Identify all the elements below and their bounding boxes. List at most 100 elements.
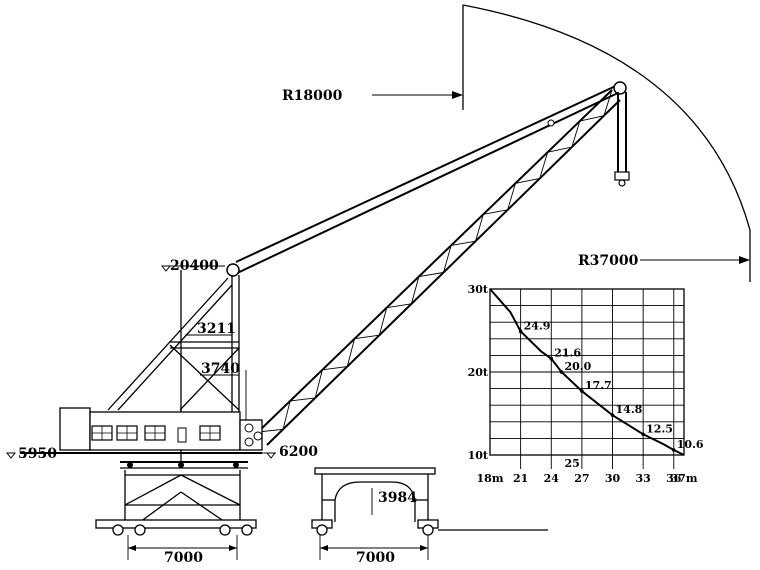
gauge2-arrow-right [420,545,428,551]
r18000-arrow [452,91,463,99]
data-point [671,448,676,452]
cab-window [91,425,113,441]
chart-y-ticks: 30t 20t 10t [468,283,489,462]
y-tick-label: 20t [468,366,489,379]
cab-windows [91,425,221,441]
winch-sheave-3 [244,437,254,447]
wheel-2 [134,524,146,536]
x-tick-label: 30 [605,472,621,485]
y-tick-label: 30t [468,283,489,296]
boom-head-sheave [613,81,627,95]
data-label: 10.6 [677,438,704,451]
wheel-3 [219,524,231,536]
winch-sheave-2 [253,431,263,441]
lattice-member [322,366,348,371]
lattice-member [410,276,420,304]
r37000-label: R37000 [578,253,639,269]
lattice-member [443,245,452,273]
data-label: 14.8 [616,403,643,416]
data-label: 21.6 [554,347,581,360]
gauge2-arrow-left [320,545,328,551]
lattice-member [314,369,323,399]
portal-right [311,467,548,560]
lattice-member [539,152,549,179]
lattice-member [571,120,581,148]
portal-left [95,461,257,560]
tie-rod-upper [235,83,621,263]
y-tick-label: 10t [468,449,489,462]
x-tick-label: 36 [666,472,682,485]
tower-diag-1 [169,344,240,411]
wheel-4 [241,524,253,536]
roller-1 [127,462,133,468]
lattice-member [547,146,572,153]
dimension-3211: 3211 [197,321,236,337]
x-tick-label: 24 [544,472,560,485]
luffing-sheave [547,119,555,127]
gauge-left-label: 7000 [164,550,203,566]
lattice-member [282,400,291,430]
lattice-member [579,115,605,122]
data-point [518,329,523,334]
data-point [559,370,564,374]
portal-brace-3 [139,491,182,523]
x-tick-label: 33 [636,472,651,485]
hook-icon [618,179,626,187]
end-arch [334,481,416,522]
tower-diag-2 [179,347,240,411]
lattice-member [475,214,484,242]
gauge-right-label: 7000 [356,550,395,566]
gantry-sill-left [95,519,257,529]
data-label: 20.0 [564,360,591,373]
roller-2 [178,462,184,468]
counterweight [59,407,91,451]
wheel-1 [112,524,124,536]
cab-body [89,411,241,451]
hook-block [614,171,630,181]
lattice-member [290,397,316,402]
cab-window [116,425,138,441]
lattice-member [515,177,540,184]
data-label: 12.5 [646,422,673,435]
lattice-member [483,209,508,215]
radius-arcs: R18000 R37000 [282,4,751,282]
level-marker-top [160,265,172,272]
elevation-left: 5950 [18,446,57,462]
tower-leg-back [107,277,229,411]
x-tick-label: 18m [477,472,504,485]
gauge-arrow-left [128,545,136,551]
data-point [549,356,554,361]
load-curve [489,288,685,456]
level-marker-right [265,452,277,459]
x-tick-label: 27 [574,472,589,485]
lattice-member [378,307,388,336]
cab-door [177,427,187,443]
lattice-member [354,334,380,340]
tie-rod-lower [232,91,621,276]
winch-sheave-1 [244,423,254,433]
roller-3 [233,462,239,468]
portal-height-label: 3984 [378,490,417,506]
portal-end-beam [314,467,436,475]
chart-points: 24.921.620.017.714.812.510.6 [518,319,704,452]
chart-marker-25: 25 [564,457,579,470]
a-frame [107,270,247,465]
dimension-labels: 20400 5950 6200 3211 3740 7000 7000 3984 [5,258,417,566]
boom [226,81,630,446]
data-label: 17.7 [585,379,612,392]
tie-pivot [226,263,240,277]
lattice-member [451,240,476,246]
end-wheel-left [316,524,328,536]
cab-window [199,425,221,441]
dimension-3740: 3740 [201,361,240,377]
portal-brace-2 [180,474,241,506]
machinery-house [20,407,276,454]
data-point [610,413,615,417]
gauge-arrow-right [229,545,237,551]
level-marker-left [5,452,17,459]
radius-arc [462,4,751,231]
lattice-member [418,272,444,277]
